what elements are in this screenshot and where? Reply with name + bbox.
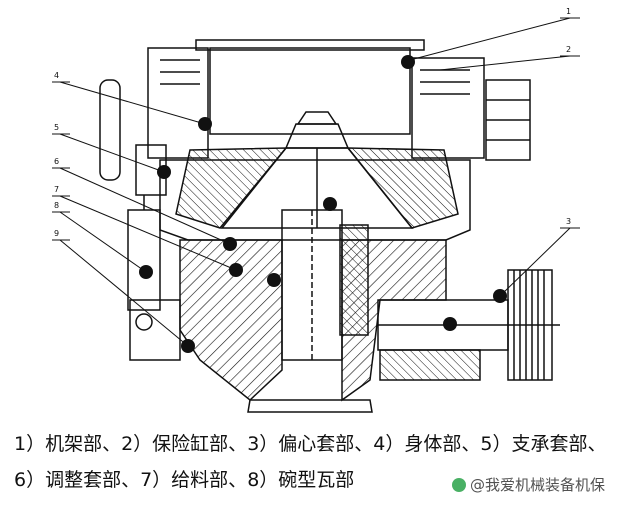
leader-line-left-5 [59,211,147,273]
callout-dot [181,339,195,353]
feed-cone-tip [296,111,338,125]
caption-item-4: 4）身体部、 [373,433,481,455]
leader-label: 3 [566,217,571,226]
countershaft-pulley [507,269,553,381]
leader-line-left-2 [59,133,165,173]
main-frame-lower [179,239,283,401]
frame-base [247,399,373,413]
leader-line-top [409,17,571,61]
feed-hopper [209,47,411,135]
caption-item-7: 7）给料部、 [140,469,248,491]
caption-item-2: 2）保险缸部、 [121,433,248,455]
leader-line-left-1 [59,81,206,125]
watermark: @我爱机械装备机保 [452,474,605,495]
caption-item-5: 5）支承套部、 [480,433,607,455]
crusher-section-drawing: 1 2 3 4 5 6 7 8 9 [52,7,580,413]
leader-label: 7 [54,185,59,194]
caption-item-3: 3）偏心套部、 [247,433,374,455]
caption-item-8: 8）碗型瓦部 [247,469,355,491]
callout-dot [443,317,457,331]
left-rod [99,79,121,181]
leader-label: 8 [54,201,59,210]
watermark-logo-icon [452,478,466,492]
left-pin [135,313,153,331]
leader-label: 9 [54,229,59,238]
right-cylinder-housing [411,57,485,159]
callout-dot [223,237,237,251]
leader-line-left-3 [59,167,231,245]
leader-line-right-2 [499,227,571,297]
callout-dot [323,197,337,211]
leader-line-left-4 [59,195,237,271]
leader-label: 6 [54,157,59,166]
leader-label: 1 [566,7,571,16]
watermark-text: @我爱机械装备机保 [470,476,606,494]
leader-line-right-1 [439,55,571,71]
parts-caption: 1）机架部、2）保险缸部、3）偏心套部、4）身体部、5）支承套部、 6）调整套部、… [14,426,628,498]
left-lower-block [127,209,161,311]
feed-hopper-rim [195,39,425,51]
caption-item-1: 1）机架部、 [14,433,122,455]
callout-dot [157,165,171,179]
leader-label: 4 [54,71,59,80]
gear-box [379,349,481,381]
caption-item-6: 6）调整套部、 [14,469,141,491]
leader-label: 2 [566,45,571,54]
left-cylinder-housing [147,47,209,159]
callout-dot [401,55,415,69]
callout-dot [198,117,212,131]
callout-dot [229,263,243,277]
bowl-liner-left [175,147,288,229]
callout-dot [493,289,507,303]
mantle [220,147,414,229]
leader-label: 5 [54,123,59,132]
feed-cone [284,123,350,149]
callout-dot [139,265,153,279]
callout-dot [267,273,281,287]
frame-skirt [129,299,181,361]
leader-line-left-6 [59,239,189,347]
